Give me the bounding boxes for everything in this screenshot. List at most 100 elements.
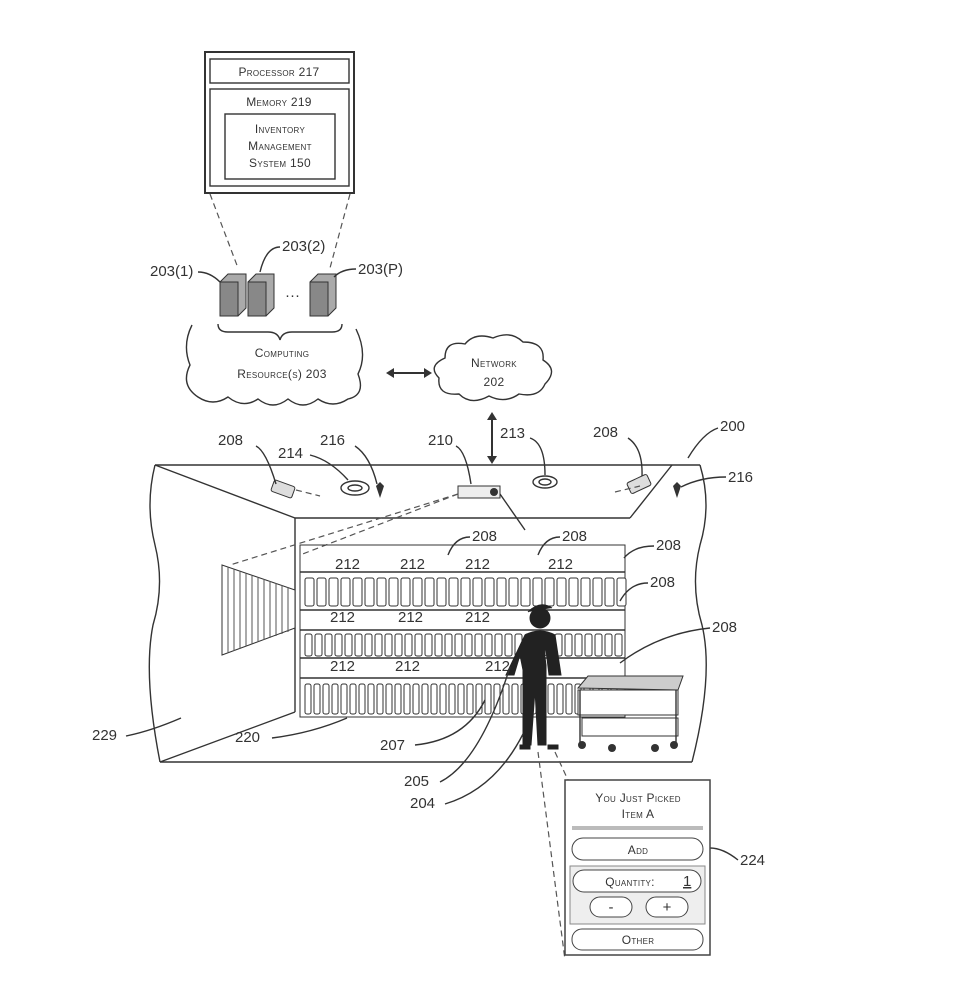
other-button[interactable]: Other — [571, 928, 704, 951]
materials-handling-facility — [148, 464, 707, 763]
label-204: 204 — [410, 795, 435, 812]
network-line1: Network — [471, 356, 517, 370]
inventory-item — [457, 683, 465, 715]
inventory-item — [322, 683, 330, 715]
other-button-label: Other — [622, 933, 655, 947]
inventory-item — [349, 683, 357, 715]
inventory-item — [376, 683, 384, 715]
inventory-item — [454, 633, 463, 657]
antenna-icon — [673, 482, 681, 498]
label-208-shelf-b: 208 — [562, 528, 587, 545]
inventory-item — [439, 683, 447, 715]
inventory-item — [424, 577, 435, 607]
label-200: 200 — [720, 418, 745, 435]
quantity-value: 1 — [683, 873, 691, 890]
inventory-item — [412, 683, 420, 715]
inventory-item — [414, 633, 423, 657]
inventory-item — [313, 683, 321, 715]
computing-line1: Computing — [255, 346, 309, 360]
processor-box: Processor 217 Memory 219 Inventory Manag… — [204, 51, 355, 194]
quantity-field[interactable]: Quantity: 1 — [572, 869, 702, 893]
inventory-item — [367, 683, 375, 715]
label-208-camera-right: 208 — [593, 424, 618, 441]
label-203-2: 203(2) — [282, 238, 325, 255]
inventory-item — [448, 577, 459, 607]
label-208-camera-left: 208 — [218, 432, 243, 449]
inventory-item — [604, 577, 615, 607]
minus-label: - — [609, 899, 614, 916]
label-229: 229 — [92, 727, 117, 744]
bidirectional-arrow — [386, 368, 432, 378]
inventory-item — [316, 577, 327, 607]
sensor-icon — [532, 475, 558, 489]
inventory-item — [564, 633, 573, 657]
inventory-item — [496, 577, 507, 607]
inventory-item — [364, 577, 375, 607]
inventory-item — [388, 577, 399, 607]
label-208-shelf-e: 208 — [712, 619, 737, 636]
inventory-item — [520, 577, 531, 607]
memory-label: Memory 219 — [246, 95, 312, 109]
shelf-label-212: 212 — [335, 556, 360, 573]
inventory-item — [430, 683, 438, 715]
shelf-label-212: 212 — [548, 556, 573, 573]
inventory-item — [340, 683, 348, 715]
inventory-item — [484, 577, 495, 607]
label-216-right: 216 — [728, 469, 753, 486]
inventory-item — [464, 633, 473, 657]
camera-icon — [626, 474, 652, 494]
label-208-shelf-d: 208 — [650, 574, 675, 591]
inventory-item — [304, 577, 315, 607]
inventory-item — [504, 633, 513, 657]
inventory-item — [352, 577, 363, 607]
inventory-item — [394, 633, 403, 657]
increment-button[interactable]: + — [645, 896, 689, 918]
label-216-left: 216 — [320, 432, 345, 449]
label-208-shelf-a: 208 — [472, 528, 497, 545]
label-210: 210 — [428, 432, 453, 449]
inventory-item — [580, 577, 591, 607]
inventory-item — [466, 683, 474, 715]
ims-line3: System 150 — [249, 156, 311, 170]
quantity-label: Quantity: — [605, 875, 655, 889]
inventory-item — [400, 577, 411, 607]
inventory-item — [484, 683, 492, 715]
ims-line1: Inventory — [255, 122, 306, 136]
inventory-item — [404, 633, 413, 657]
server-icon — [247, 273, 275, 317]
network-line2: 202 — [484, 375, 505, 389]
inventory-item — [511, 683, 519, 715]
sensor-icon — [340, 480, 370, 496]
inventory-item — [340, 577, 351, 607]
add-button[interactable]: Add — [571, 837, 704, 861]
inventory-item — [314, 633, 323, 657]
shelf-label-212: 212 — [330, 658, 355, 675]
inventory-item — [494, 633, 503, 657]
server-icon — [309, 273, 337, 317]
inventory-item — [364, 633, 373, 657]
network-cloud: Network 202 — [433, 334, 553, 402]
inventory-item — [474, 633, 483, 657]
inventory-item — [616, 577, 627, 607]
tote-cart — [576, 675, 684, 752]
label-213: 213 — [500, 425, 525, 442]
inventory-item — [374, 633, 383, 657]
inventory-item — [472, 577, 483, 607]
label-205: 205 — [404, 773, 429, 790]
device-title-line2: Item A — [622, 807, 655, 821]
server-icon — [219, 273, 247, 317]
decrement-button[interactable]: - — [589, 896, 633, 918]
handheld-device-display: You Just Picked Item A Add Quantity: 1 -… — [564, 779, 711, 956]
shelf-label-212: 212 — [395, 658, 420, 675]
shelf-label-212: 212 — [330, 609, 355, 626]
inventory-item — [354, 633, 363, 657]
user-figure — [505, 604, 562, 750]
inventory-item — [331, 683, 339, 715]
label-208-shelf-c: 208 — [656, 537, 681, 554]
inventory-item — [344, 633, 353, 657]
inventory-item — [434, 633, 443, 657]
inventory-item — [614, 633, 623, 657]
shelf-label-212: 212 — [400, 556, 425, 573]
inventory-item — [484, 633, 493, 657]
